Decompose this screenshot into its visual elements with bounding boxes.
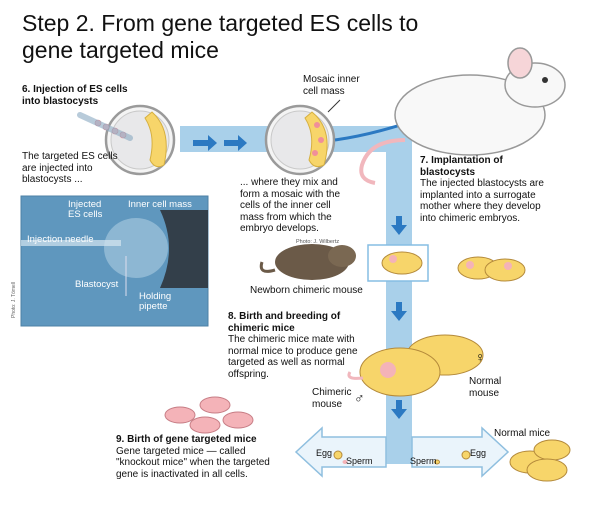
step8-block: 8. Birth and breeding of chimeric mice T… [228,311,388,380]
micrograph-photo [20,195,209,327]
chimeric-label-line1: Chimeric [312,387,352,398]
blastocyst-2 [264,104,336,176]
step8-heading-line2: chimeric mice [228,322,295,334]
mix-text-line: ... where they mix and [240,177,338,188]
step6-text-line: The targeted ES cells [22,151,118,162]
blastocyst-label: Blastocyst [75,279,119,290]
micrograph-credit: Photo: J. Tömell [11,281,17,318]
normal-label-line2: mouse [469,387,500,399]
knockout-mice [164,396,254,434]
newborn-label: Newborn chimeric mouse [250,285,363,296]
step9-text-line: gene is inactivated in all cells. [116,468,248,480]
injected-label-line2: ES cells [68,209,103,220]
mix-text-line: embryo develops. [240,223,319,234]
newborn-chimeric-mouse [259,244,356,280]
surrogate-mouse [359,47,566,185]
inner-cell-mass-label: Inner cell mass [128,199,192,210]
egg-label-right: Egg [470,448,487,458]
chimeric-label-line2: mouse [312,398,343,410]
holding-pipette-label: Holding pipette [139,292,171,312]
step9-text-line: Gene targeted mice — called [116,445,246,457]
step9-text-line: "knockout mice" when the targeted [116,457,270,468]
page-title: Step 2. From gene targeted ES cells to g… [22,10,482,64]
normal-mouse-label: Normal mouse [469,376,501,399]
chimeric-mouse-label: Chimeric mouse [312,387,351,410]
holding-label-line1: Holding [139,291,172,302]
small-chimeric-mice [381,251,526,282]
step8-text-line: The chimeric mice mate with [228,334,355,345]
step8-text-line: normal mice to produce gene [228,345,358,357]
step8-text-line: targeted as well as normal [228,357,345,368]
step6-heading-line2: into blastocysts [22,95,99,107]
title-line-2: gene targeted mice [22,37,219,63]
photo-credit: Photo: J. Wilbertz [296,239,340,245]
blastocyst-1 [77,104,176,176]
normal-label-line1: Normal [469,376,502,387]
step7-block: 7. Implantation of blastocysts The injec… [420,155,585,224]
sperm-label-right: Sperm [410,456,437,466]
female-symbol: ♀ [475,349,486,365]
step6-text: The targeted ES cells are injected into … [22,151,118,186]
injected-es-cells-label: Injected ES cells [68,200,102,220]
mosaic-label: Mosaic inner cell mass [303,74,360,97]
mosaic-label-line1: Mosaic inner [303,74,360,85]
step7-text-line: implanted into a surrogate [420,189,536,201]
step7-text-line: into chimeric embryos. [420,212,521,224]
step9-heading: 9. Birth of gene targeted mice [116,434,257,445]
mosaic-label-line2: cell mass [303,85,345,97]
sperm-label-left: Sperm [346,456,373,466]
injection-needle-label: Injection needle [27,234,94,245]
mix-text-line: form a mosaic with the [240,188,341,200]
gamete-icons [333,450,471,465]
normal-mice-group [509,439,571,482]
step6-text-line: blastocysts ... [22,174,83,185]
mix-text-line: cells of the inner cell [240,200,331,211]
male-symbol: ♂ [354,390,365,406]
step8-text-line: offspring. [228,368,269,380]
normal-mice-label: Normal mice [494,428,551,439]
step6-heading: 6. Injection of ES cells into blastocyst… [22,84,128,107]
step7-heading-line2: blastocysts [420,166,476,178]
step6-text-line: are injected into [22,162,93,174]
step9-block: 9. Birth of gene targeted mice Gene targ… [116,434,301,480]
mix-text: ... where they mix and form a mosaic wit… [240,177,340,235]
step8-heading-line1: 8. Birth and breeding of [228,311,341,322]
step-arrows [193,135,407,419]
injected-label-line1: Injected [68,199,102,210]
mix-text-line: mass from which the [240,211,332,223]
step7-heading-line1: 7. Implantation of [420,155,503,166]
egg-label-left: Egg [316,448,333,458]
step7-text-line: The injected blastocysts are [420,178,544,189]
step6-heading-line1: 6. Injection of ES cells [22,84,128,95]
holding-label-line2: pipette [139,301,168,312]
step7-text-line: mother where they develop [420,201,541,212]
title-line-1: Step 2. From gene targeted ES cells to [22,10,419,36]
mating-mice [347,334,484,397]
